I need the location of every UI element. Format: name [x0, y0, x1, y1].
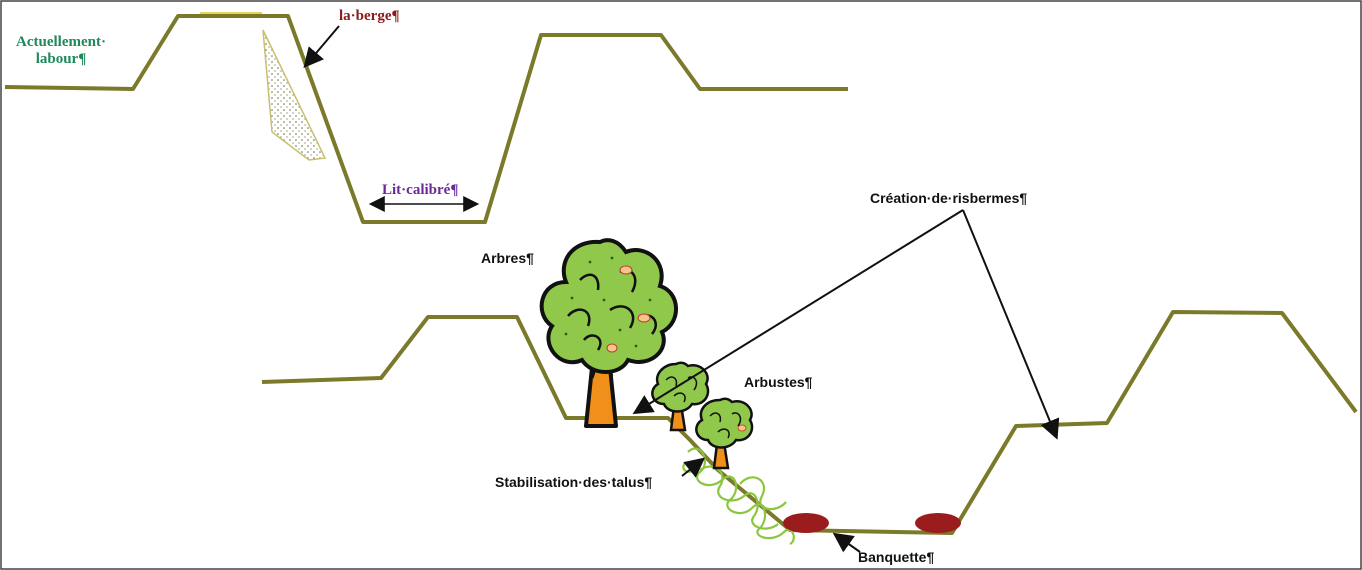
stabilisation-arrow	[681, 457, 706, 478]
proposed-profile-line	[261, 310, 1358, 535]
banquette-ellipse-right	[915, 513, 961, 533]
bank-deposit-shape	[262, 29, 327, 161]
label-actuellement-line2: labour¶	[35, 51, 87, 68]
banquette-arrow	[832, 532, 861, 553]
banquette-ellipse-left	[783, 513, 829, 533]
risbermes-arrow-left	[632, 209, 964, 415]
current-profile-left-line	[4, 14, 848, 224]
label-arbres: Arbres¶	[481, 250, 534, 266]
tree-icon	[539, 238, 678, 428]
label-stabilisation-talus: Stabilisation·des·talus¶	[495, 474, 653, 490]
label-banquette: Banquette¶	[858, 549, 935, 565]
label-lit-calibre: Lit·calibré¶	[382, 182, 459, 198]
label-creation-risbermes: Création·de·risbermes¶	[870, 190, 1028, 206]
label-actuellement-line1: Actuellement·	[16, 34, 106, 50]
risbermes-arrow-right	[962, 209, 1060, 440]
label-actuellement-labour: Actuellement· labour¶	[8, 34, 114, 69]
label-la-berge: la·berge¶	[339, 8, 400, 24]
shrub-icon-upper	[651, 361, 710, 432]
shrub-icon-lower	[695, 397, 754, 470]
berge-arrow	[303, 25, 340, 69]
label-arbustes: Arbustes¶	[744, 374, 813, 390]
